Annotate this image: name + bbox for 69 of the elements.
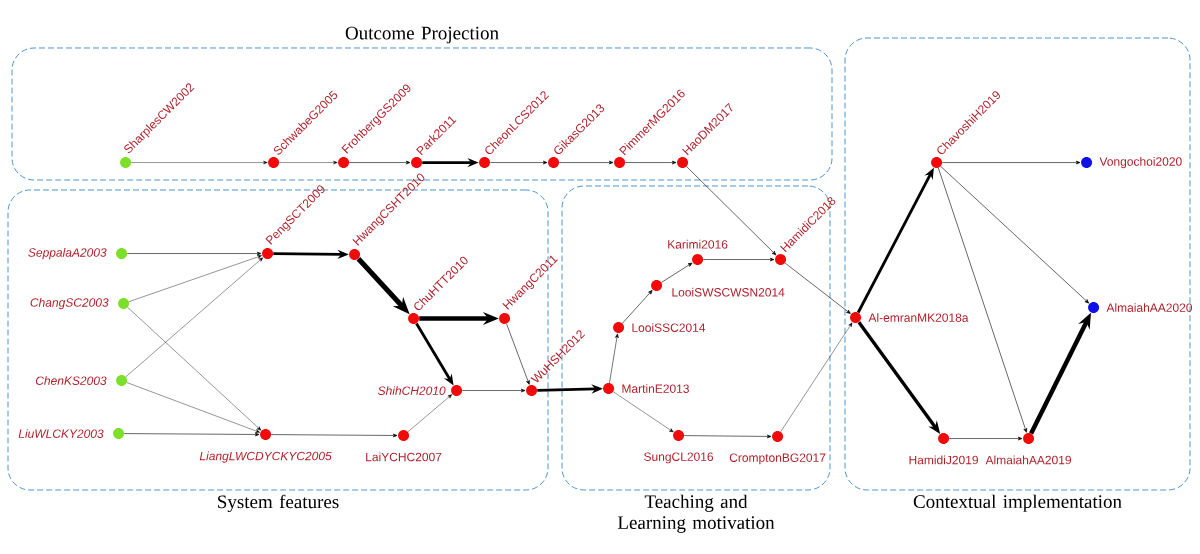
node-label: Al-emranMK2018a (868, 313, 969, 322)
node-label: CromptonBG2017 (729, 453, 826, 465)
node-label: Karimi2016 (668, 239, 728, 249)
arrow (624, 160, 677, 165)
citation-node: ChangSC2003 (30, 297, 130, 310)
citation-node: LiangLWCDYCKYC2005 (199, 429, 332, 463)
node-label: Contextual implementation (913, 494, 1122, 512)
arrow (661, 262, 693, 283)
node-label: LooiSSC2014 (632, 323, 706, 332)
citation-node: Vongochoi2020 (1081, 156, 1182, 169)
arrow (558, 160, 614, 165)
arrow (622, 290, 653, 324)
arrow (348, 160, 411, 165)
node-label: SungCL2016 (644, 452, 714, 464)
arrow (461, 388, 526, 393)
arrow (780, 322, 853, 432)
node-label: AlmaiahAA2019 (985, 455, 1071, 465)
node-label: Teaching and Learning motivation (617, 494, 775, 533)
citation-node: CromptonBG2017 (729, 431, 826, 465)
arrow (123, 432, 260, 437)
citation-node: HamidiJ2019 (909, 433, 978, 465)
citation-node: Karimi2016 (668, 239, 728, 266)
citation-node: Al-emranMK2018a (850, 312, 969, 324)
arrow (125, 257, 264, 377)
citation-node: ChenKS2003 (35, 375, 128, 387)
citation-node: AlmaiahAA2020 (1088, 302, 1193, 314)
citation-node: LooiSSC2014 (613, 322, 706, 334)
arrow (686, 166, 777, 256)
arrow (126, 251, 262, 256)
arrow (784, 262, 851, 314)
citation-node: LooiSWSCWSN2014 (651, 280, 785, 297)
citation-node: SeppalaA2003 (28, 247, 128, 260)
citation-node: LaiYCHC2007 (366, 430, 442, 462)
node-label: LiuWLCKY2003 (18, 429, 104, 438)
node-label: HamidiJ2019 (909, 455, 978, 465)
arrow (128, 255, 262, 302)
node-label: Outcome Projection (345, 26, 499, 44)
citation-node: ShihCH2010 (377, 385, 463, 397)
arrow (489, 160, 548, 165)
node-label: Vongochoi2020 (1099, 156, 1182, 169)
node-label: MartinE2013 (622, 384, 689, 393)
node-label: ChangSC2003 (30, 297, 109, 310)
arrow (270, 433, 398, 438)
citation-node: LiuWLCKY2003 (18, 428, 125, 440)
node-label: ShihCH2010 (377, 386, 446, 395)
arrow (613, 391, 674, 433)
node-label: LaiYCHC2007 (366, 452, 442, 462)
node-label: LooiSWSCWSN2014 (672, 287, 785, 297)
node-label: System features (218, 494, 339, 513)
arrow (940, 166, 1090, 304)
arrow (683, 434, 772, 439)
arrow (131, 160, 268, 165)
arrow (407, 394, 452, 433)
citation-node: AlmaiahAA2019 (985, 433, 1071, 465)
arrow (279, 160, 338, 165)
arrow (126, 382, 260, 433)
arrow (702, 257, 775, 262)
arrow (948, 436, 1023, 441)
arrow (609, 333, 619, 384)
node-label: ChenKS2003 (35, 376, 107, 385)
arrow (127, 307, 262, 431)
arrow (506, 323, 530, 385)
arrow (941, 160, 1081, 165)
arrow (938, 167, 1028, 433)
citation-node: MartinE2013 (603, 383, 689, 395)
node-label: AlmaiahAA2020 (1106, 303, 1193, 312)
node-label: LiangLWCDYCKYC2005 (199, 451, 332, 463)
citation-node: SungCL2016 (644, 430, 714, 464)
node-label: SeppalaA2003 (28, 247, 107, 260)
